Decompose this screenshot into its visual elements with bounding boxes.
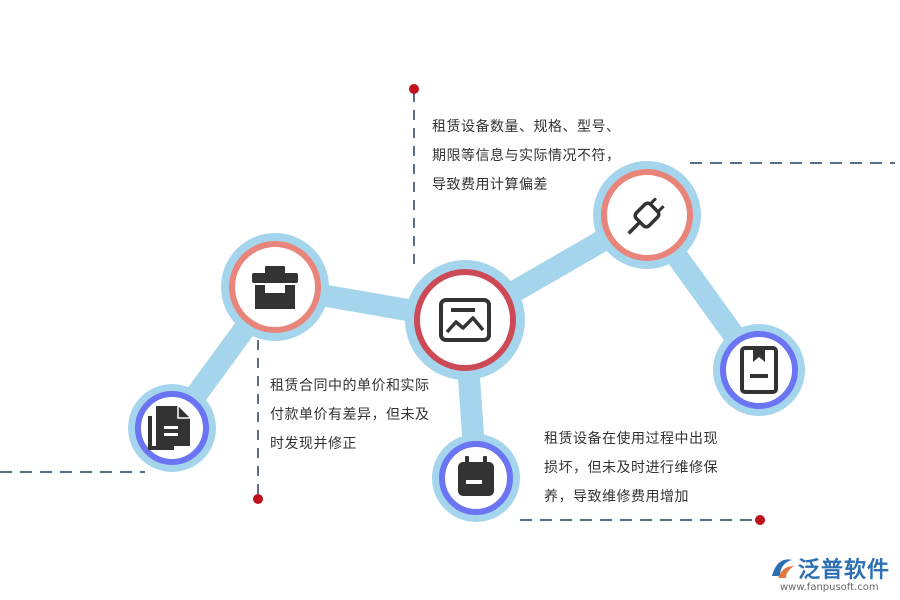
leader-dot-left <box>253 494 263 504</box>
plug-icon <box>627 197 665 235</box>
caption-right-line-2: 损坏，但未及时进行维修保 <box>544 460 718 476</box>
node-ring <box>229 241 321 333</box>
caption-top-line-1: 租赁设备数量、规格、型号、 <box>432 119 621 135</box>
leader-dot-bottom <box>755 515 765 525</box>
node-ring <box>601 169 693 261</box>
toolbox-icon <box>252 266 298 309</box>
caption-top: 租赁设备数量、规格、型号、 期限等信息与实际情况不符， 导致费用计算偏差 <box>432 113 621 200</box>
logo-mark-icon <box>772 559 794 578</box>
caption-left-line-1: 租赁合同中的单价和实际 <box>270 378 430 394</box>
logo-url: www.fanpusoft.com <box>780 582 879 593</box>
caption-right: 租赁设备在使用过程中出现 损坏，但未及时进行维修保 养，导致维修费用增加 <box>544 425 718 512</box>
logo-name: 泛普软件 <box>798 558 891 583</box>
caption-left-line-3: 时发现并修正 <box>270 436 357 452</box>
brand-logo[interactable]: 泛普软件 www.fanpusoft.com <box>768 552 893 598</box>
caption-left: 租赁合同中的单价和实际 付款单价有差异，但未及 时发现并修正 <box>270 372 430 459</box>
report-icon <box>740 346 778 394</box>
node-report <box>713 324 805 416</box>
node-ring <box>414 269 516 371</box>
documents-icon <box>148 406 190 450</box>
node-chart <box>405 260 525 380</box>
node-icons <box>148 197 778 496</box>
caption-right-line-1: 租赁设备在使用过程中出现 <box>544 431 718 447</box>
caption-left-line-2: 付款单价有差异，但未及 <box>270 407 430 423</box>
node-ring <box>720 331 798 409</box>
caption-right-line-3: 养，导致维修费用增加 <box>544 489 689 505</box>
node-plug <box>593 161 701 269</box>
node-toolbox <box>221 233 329 341</box>
chart-window-icon <box>439 298 491 342</box>
caption-top-line-2: 期限等信息与实际情况不符， <box>432 148 621 164</box>
calendar-icon <box>458 456 494 496</box>
caption-top-line-3: 导致费用计算偏差 <box>432 177 548 193</box>
leader-dot-top <box>409 84 419 94</box>
